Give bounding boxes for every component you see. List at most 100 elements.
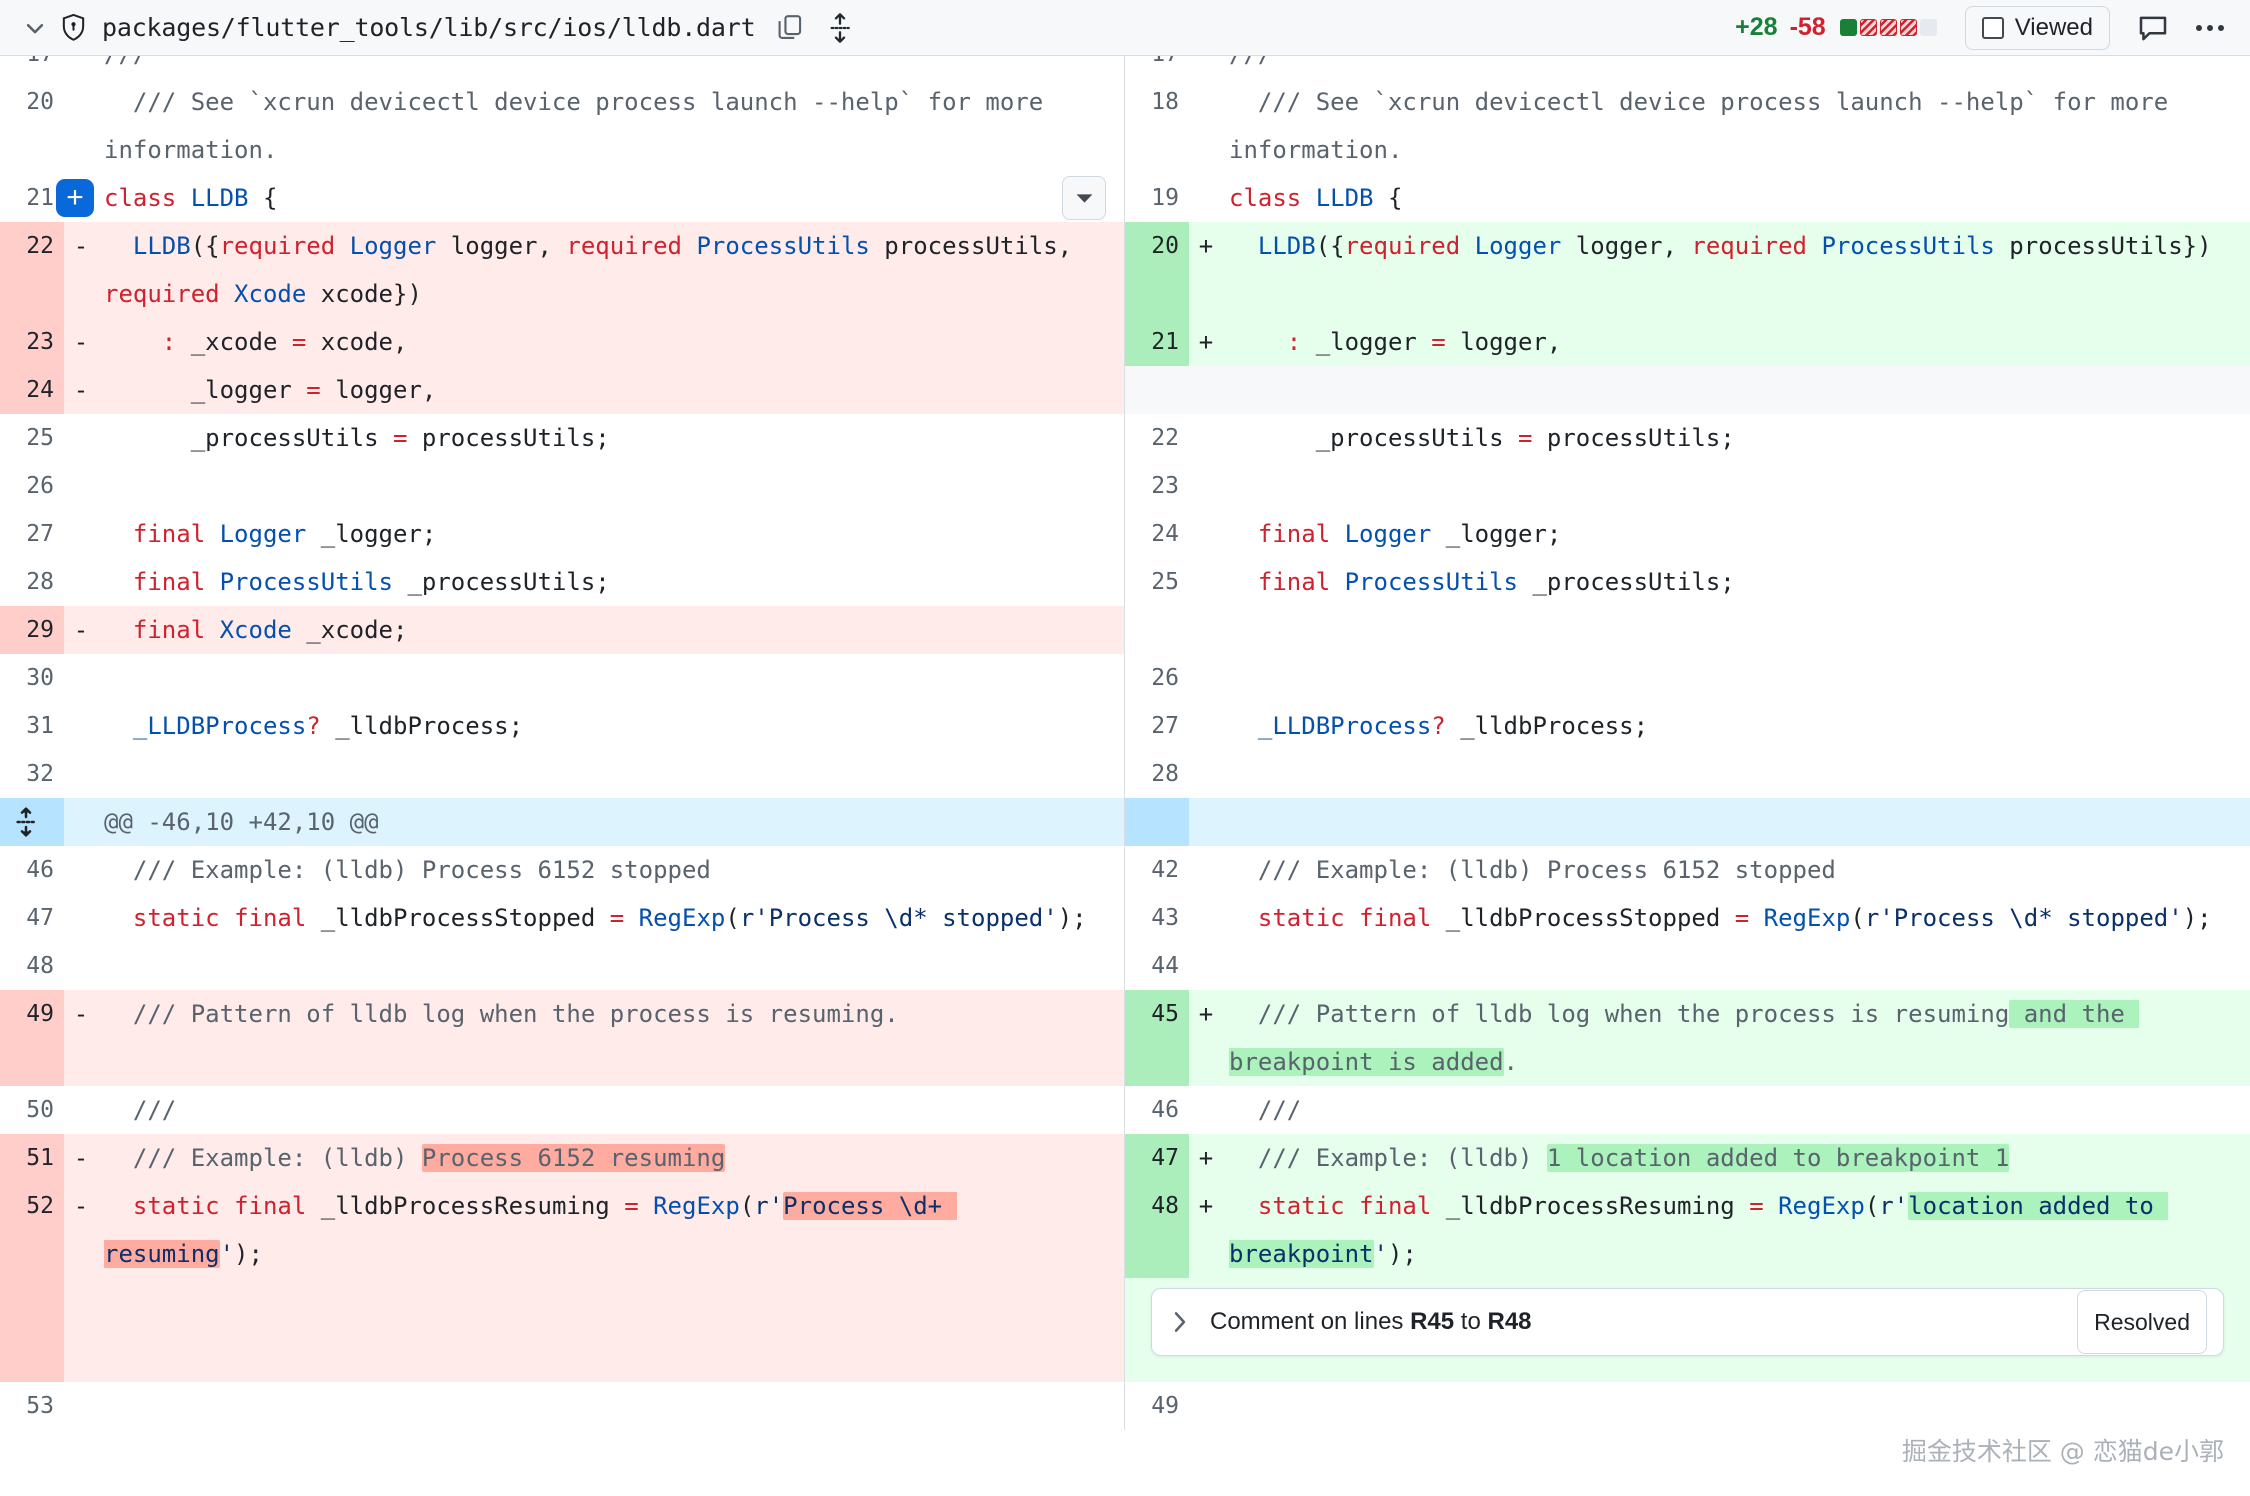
diff-line-old[interactable]: 51 - /// Example: (lldb) Process 6152 re… [0, 1134, 1125, 1182]
line-number[interactable]: 46 [1125, 1086, 1189, 1134]
code-line[interactable]: /// [98, 56, 1124, 78]
code-line[interactable]: LLDB({required Logger logger, required P… [98, 222, 1124, 318]
line-number[interactable]: 18 [1125, 78, 1189, 174]
diff-line-new[interactable]: 43 static final _lldbProcessStopped = Re… [1125, 894, 2250, 942]
diff-line-old[interactable]: 47 static final _lldbProcessStopped = Re… [0, 894, 1125, 942]
line-number[interactable]: 26 [0, 462, 64, 510]
diff-line-old[interactable]: 53 [0, 1382, 1125, 1430]
code-line[interactable]: /// [1223, 1086, 2250, 1134]
line-number[interactable]: 30 [0, 654, 64, 702]
diff-line-new[interactable]: 28 [1125, 750, 2250, 798]
code-line[interactable]: final ProcessUtils _processUtils; [1223, 558, 2250, 606]
line-number[interactable]: 17 [1125, 56, 1189, 78]
line-number[interactable]: 48 [0, 942, 64, 990]
code-line[interactable]: final Logger _logger; [1223, 510, 2250, 558]
line-number[interactable]: 25 [0, 414, 64, 462]
line-number[interactable]: 22 [1125, 414, 1189, 462]
code-line[interactable]: /// Pattern of lldb log when the process… [1223, 990, 2250, 1086]
diff-line-new[interactable]: 19 class LLDB { [1125, 174, 2250, 222]
line-number[interactable]: 42 [1125, 846, 1189, 894]
diff-line-new[interactable]: 23 [1125, 462, 2250, 510]
line-number[interactable]: 53 [0, 1382, 64, 1430]
line-number[interactable]: 43 [1125, 894, 1189, 942]
diff-line-old[interactable]: 27 final Logger _logger; [0, 510, 1125, 558]
line-number[interactable]: 29 [0, 606, 64, 654]
code-line[interactable]: static final _lldbProcessResuming = RegE… [98, 1182, 1124, 1278]
diff-line-new[interactable]: 42 /// Example: (lldb) Process 6152 stop… [1125, 846, 2250, 894]
diff-line-new[interactable]: 18 /// See `xcrun devicectl device proce… [1125, 78, 2250, 174]
diff-line-new[interactable]: 27 _LLDBProcess? _lldbProcess; [1125, 702, 2250, 750]
diff-line-old[interactable]: 26 [0, 462, 1125, 510]
code-line[interactable]: final Logger _logger; [98, 510, 1124, 558]
code-line[interactable]: /// Pattern of lldb log when the process… [98, 990, 1124, 1086]
code-line[interactable]: _LLDBProcess? _lldbProcess; [98, 702, 1124, 750]
file-path[interactable]: packages/flutter_tools/lib/src/ios/lldb.… [102, 13, 756, 42]
hunk-header-new[interactable] [1125, 798, 2250, 846]
line-number[interactable]: 50 [0, 1086, 64, 1134]
code-line[interactable]: /// Example: (lldb) Process 6152 resumin… [98, 1134, 1124, 1182]
code-line[interactable]: _LLDBProcess? _lldbProcess; [1223, 702, 2250, 750]
diff-line-old[interactable]: 31 _LLDBProcess? _lldbProcess; [0, 702, 1125, 750]
diff-line-new[interactable]: 49 [1125, 1382, 2250, 1430]
move-vertical-icon[interactable] [827, 12, 853, 43]
line-number[interactable]: 48 [1125, 1182, 1189, 1278]
diff-line-old[interactable]: 49 - /// Pattern of lldb log when the pr… [0, 990, 1125, 1086]
line-number[interactable]: 23 [1125, 462, 1189, 510]
line-number[interactable]: 22 [0, 222, 64, 318]
diff-line-old[interactable]: 46 /// Example: (lldb) Process 6152 stop… [0, 846, 1125, 894]
code-line[interactable]: static final _lldbProcessStopped = RegEx… [1223, 894, 2250, 942]
diff-line-new[interactable]: 21 + : _logger = logger, [1125, 318, 2250, 366]
code-line[interactable]: /// See `xcrun devicectl device process … [1223, 78, 2250, 174]
diff-line-new[interactable]: 25 final ProcessUtils _processUtils; [1125, 558, 2250, 606]
viewed-checkbox[interactable] [1981, 16, 2004, 39]
expand-thread-chevron-right-icon[interactable] [1172, 1311, 1200, 1333]
code-line[interactable] [98, 462, 1124, 510]
code-line[interactable] [1223, 462, 2250, 510]
line-number[interactable]: 51 [0, 1134, 64, 1182]
code-line[interactable]: LLDB({required Logger logger, required P… [1223, 222, 2250, 318]
code-line[interactable] [1223, 942, 2250, 990]
code-line[interactable]: final Xcode _xcode; [98, 606, 1124, 654]
diff-line-new[interactable]: 47 + /// Example: (lldb) 1 location adde… [1125, 1134, 2250, 1182]
diff-line-old[interactable]: 30 [0, 654, 1125, 702]
diff-line-old[interactable]: 28 final ProcessUtils _processUtils; [0, 558, 1125, 606]
viewed-toggle[interactable]: Viewed [1964, 5, 2110, 50]
line-number[interactable]: 20 [0, 78, 64, 174]
line-number[interactable]: 46 [0, 846, 64, 894]
line-number[interactable]: 17 [0, 56, 64, 78]
line-number[interactable]: 21 [0, 174, 64, 222]
diff-line-new[interactable]: 46 /// [1125, 1086, 2250, 1134]
line-number[interactable]: 47 [0, 894, 64, 942]
line-number[interactable]: 19 [1125, 174, 1189, 222]
hunk-header-old[interactable]: @@ -46,10 +42,10 @@ [0, 798, 1125, 846]
code-line[interactable]: /// Example: (lldb) Process 6152 stopped [98, 846, 1124, 894]
code-line[interactable]: : _xcode = xcode, [98, 318, 1124, 366]
line-number[interactable]: 32 [0, 750, 64, 798]
code-line[interactable] [98, 1382, 1124, 1430]
diff-line-new[interactable]: 17 /// [1125, 56, 2250, 78]
code-line[interactable] [1223, 1382, 2250, 1430]
line-number[interactable]: 24 [1125, 510, 1189, 558]
line-number[interactable]: 52 [0, 1182, 64, 1278]
line-number[interactable]: 31 [0, 702, 64, 750]
line-number[interactable]: 21 [1125, 318, 1189, 366]
code-line[interactable]: final ProcessUtils _processUtils; [98, 558, 1124, 606]
diff-line-old[interactable]: 32 [0, 750, 1125, 798]
kebab-horizontal-icon[interactable] [2196, 24, 2224, 31]
line-number[interactable]: 49 [0, 990, 64, 1086]
code-line[interactable] [98, 942, 1124, 990]
code-line[interactable] [98, 654, 1124, 702]
diff-line-old[interactable]: 17 /// [0, 56, 1125, 78]
diff-line-new[interactable]: 44 [1125, 942, 2250, 990]
code-line[interactable] [98, 750, 1124, 798]
code-line[interactable]: _processUtils = processUtils; [98, 414, 1124, 462]
diff-line-old[interactable]: 20 /// See `xcrun devicectl device proce… [0, 78, 1125, 174]
code-line[interactable]: class LLDB { [98, 174, 1124, 222]
hunk-header-row[interactable]: @@ -46,10 +42,10 @@ [0, 798, 2250, 846]
diff-line-old[interactable]: 24 - _logger = logger, [0, 366, 1125, 414]
expand-up-down-icon[interactable] [6, 802, 46, 842]
line-number[interactable]: 27 [1125, 702, 1189, 750]
code-line[interactable]: _logger = logger, [98, 366, 1124, 414]
diff-line-new[interactable]: 48 + static final _lldbProcessResuming =… [1125, 1182, 2250, 1278]
diff-line-new[interactable]: 20 + LLDB({required Logger logger, requi… [1125, 222, 2250, 318]
